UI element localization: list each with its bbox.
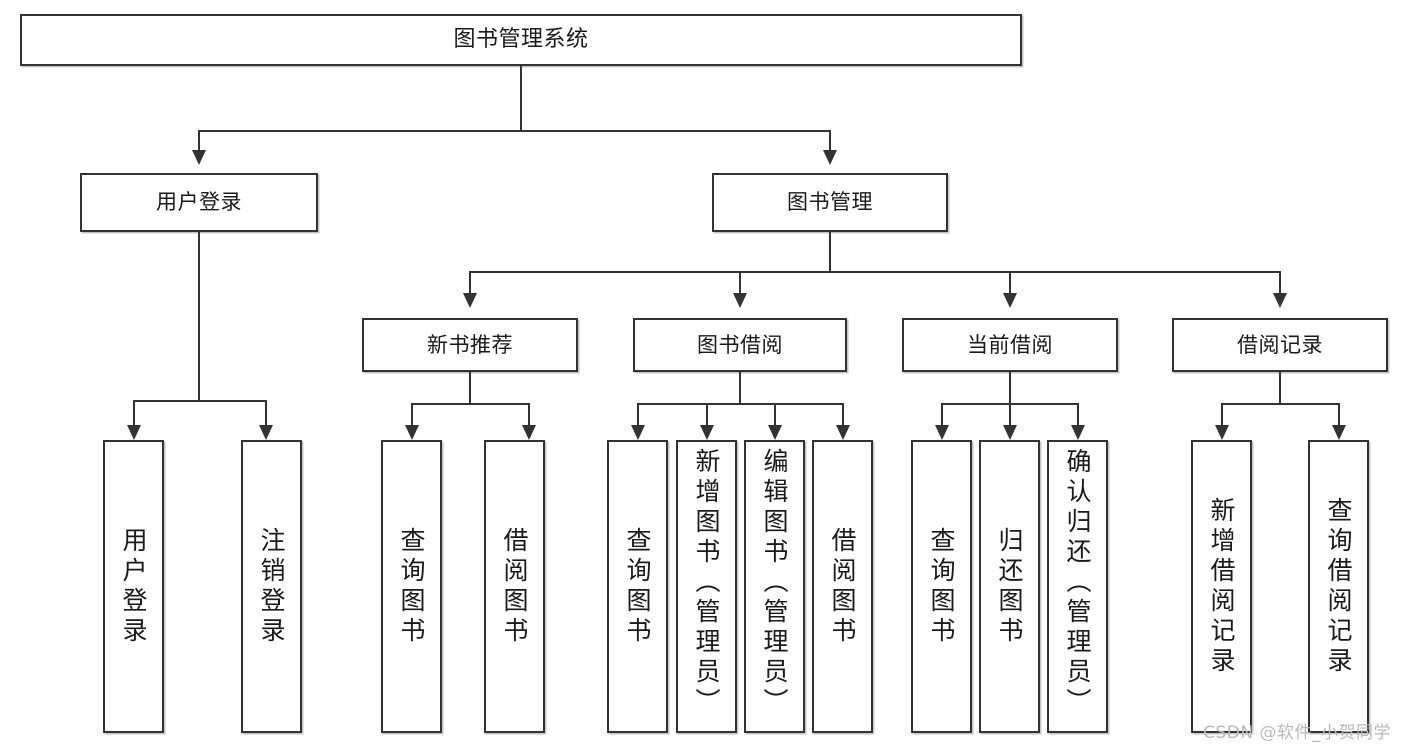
leaf-borrow-book-1[interactable]: 借阅图书	[484, 440, 545, 733]
node-borrow-record[interactable]: 借阅记录	[1172, 318, 1388, 372]
connector-bb-4	[842, 403, 844, 425]
leaf-return-book-label: 归还图书	[995, 526, 1024, 647]
arrow-br-l	[1215, 425, 1229, 440]
arrow-bb-1	[631, 425, 645, 440]
connector-bb-down	[739, 372, 741, 404]
leaf-return-book[interactable]: 归还图书	[979, 440, 1040, 733]
leaf-borrow-book-1-label: 借阅图书	[500, 526, 529, 647]
node-root-label: 图书管理系统	[453, 27, 589, 53]
connector-user-login-right	[265, 400, 267, 425]
leaf-query-book-3-label: 查询图书	[927, 526, 956, 647]
leaf-borrow-book-2[interactable]: 借阅图书	[812, 440, 873, 733]
leaf-add-record-label: 新增借阅记录	[1207, 496, 1236, 677]
node-user-login[interactable]: 用户登录	[80, 173, 318, 232]
connector-root-down	[520, 66, 522, 131]
node-new-book-recommend-label: 新书推荐	[427, 332, 513, 357]
leaf-query-book-1[interactable]: 查询图书	[381, 440, 442, 733]
connector-book-manage-down	[829, 232, 831, 272]
connector-user-login-down	[198, 232, 200, 402]
connector-br-r	[1338, 403, 1340, 425]
arrow-br-r	[1332, 425, 1346, 440]
leaf-query-record-label: 查询借阅记录	[1324, 496, 1353, 677]
leaf-add-book-label: 新增图书（管理员）	[692, 448, 721, 718]
connector-nbr-down	[469, 372, 471, 404]
connector-br-down	[1279, 372, 1281, 404]
arrow-cb-2	[1003, 425, 1017, 440]
connector-user-login-bar	[133, 400, 266, 402]
connector-book-manage-bar	[469, 271, 1280, 273]
connector-cb-2	[1009, 403, 1011, 425]
connector-br-l	[1221, 403, 1223, 425]
leaf-user-login[interactable]: 用户登录	[103, 440, 164, 733]
arrow-bb-3	[768, 425, 782, 440]
arrow-cb-3	[1071, 425, 1085, 440]
connector-bm-c4	[1279, 271, 1281, 293]
connector-cb-3	[1077, 403, 1079, 425]
leaf-edit-book[interactable]: 编辑图书（管理员）	[744, 440, 805, 733]
node-borrow-record-label: 借阅记录	[1237, 332, 1323, 357]
leaf-query-book-2[interactable]: 查询图书	[607, 440, 668, 733]
leaf-user-login-label: 用户登录	[119, 526, 148, 647]
connector-bb-bar	[637, 403, 843, 405]
leaf-query-book-3[interactable]: 查询图书	[911, 440, 972, 733]
leaf-logout-login[interactable]: 注销登录	[241, 440, 302, 733]
arrow-bm-c4	[1273, 293, 1287, 308]
node-book-borrow-label: 图书借阅	[697, 332, 783, 357]
connector-bb-3	[774, 403, 776, 425]
leaf-add-book[interactable]: 新增图书（管理员）	[676, 440, 737, 733]
node-current-borrow[interactable]: 当前借阅	[902, 318, 1118, 372]
connector-cb-down	[1009, 372, 1011, 404]
arrow-bb-4	[836, 425, 850, 440]
leaf-add-record[interactable]: 新增借阅记录	[1191, 440, 1252, 733]
arrow-bb-2	[700, 425, 714, 440]
arrow-user-login-left	[127, 425, 141, 440]
arrow-root-to-book-manage	[823, 150, 837, 165]
node-user-login-label: 用户登录	[156, 190, 242, 215]
connector-root-bar	[198, 130, 830, 132]
connector-bb-2	[706, 403, 708, 425]
leaf-query-book-2-label: 查询图书	[623, 526, 652, 647]
leaf-edit-book-label: 编辑图书（管理员）	[760, 448, 789, 718]
node-book-manage-label: 图书管理	[787, 190, 873, 215]
arrow-nbr-r	[522, 425, 536, 440]
leaf-confirm-return[interactable]: 确认归还（管理员）	[1047, 440, 1108, 733]
arrow-bm-c2	[733, 293, 747, 308]
arrow-cb-1	[935, 425, 949, 440]
node-current-borrow-label: 当前借阅	[967, 332, 1053, 357]
leaf-logout-login-label: 注销登录	[257, 526, 286, 647]
connector-nbr-r	[528, 403, 530, 425]
node-book-manage[interactable]: 图书管理	[712, 173, 948, 232]
connector-user-login-left	[133, 400, 135, 425]
connector-nbr-bar	[411, 403, 529, 405]
arrow-bm-c1	[463, 293, 477, 308]
connector-cb-1	[941, 403, 943, 425]
arrow-nbr-l	[405, 425, 419, 440]
node-root[interactable]: 图书管理系统	[20, 14, 1022, 66]
connector-bm-c1	[469, 271, 471, 293]
arrow-bm-c3	[1003, 293, 1017, 308]
node-new-book-recommend[interactable]: 新书推荐	[362, 318, 578, 372]
connector-root-to-user-login	[198, 130, 200, 150]
connector-bb-1	[637, 403, 639, 425]
leaf-confirm-return-label: 确认归还（管理员）	[1063, 448, 1092, 718]
leaf-query-book-1-label: 查询图书	[397, 526, 426, 647]
arrow-root-to-user-login	[192, 150, 206, 165]
leaf-borrow-book-2-label: 借阅图书	[828, 526, 857, 647]
connector-br-bar	[1221, 403, 1339, 405]
arrow-user-login-right	[259, 425, 273, 440]
connector-bm-c3	[1009, 271, 1011, 293]
node-book-borrow[interactable]: 图书借阅	[633, 318, 847, 372]
connector-bm-c2	[739, 271, 741, 293]
connector-nbr-l	[411, 403, 413, 425]
leaf-query-record[interactable]: 查询借阅记录	[1308, 440, 1369, 733]
connector-root-to-book-manage	[829, 130, 831, 150]
